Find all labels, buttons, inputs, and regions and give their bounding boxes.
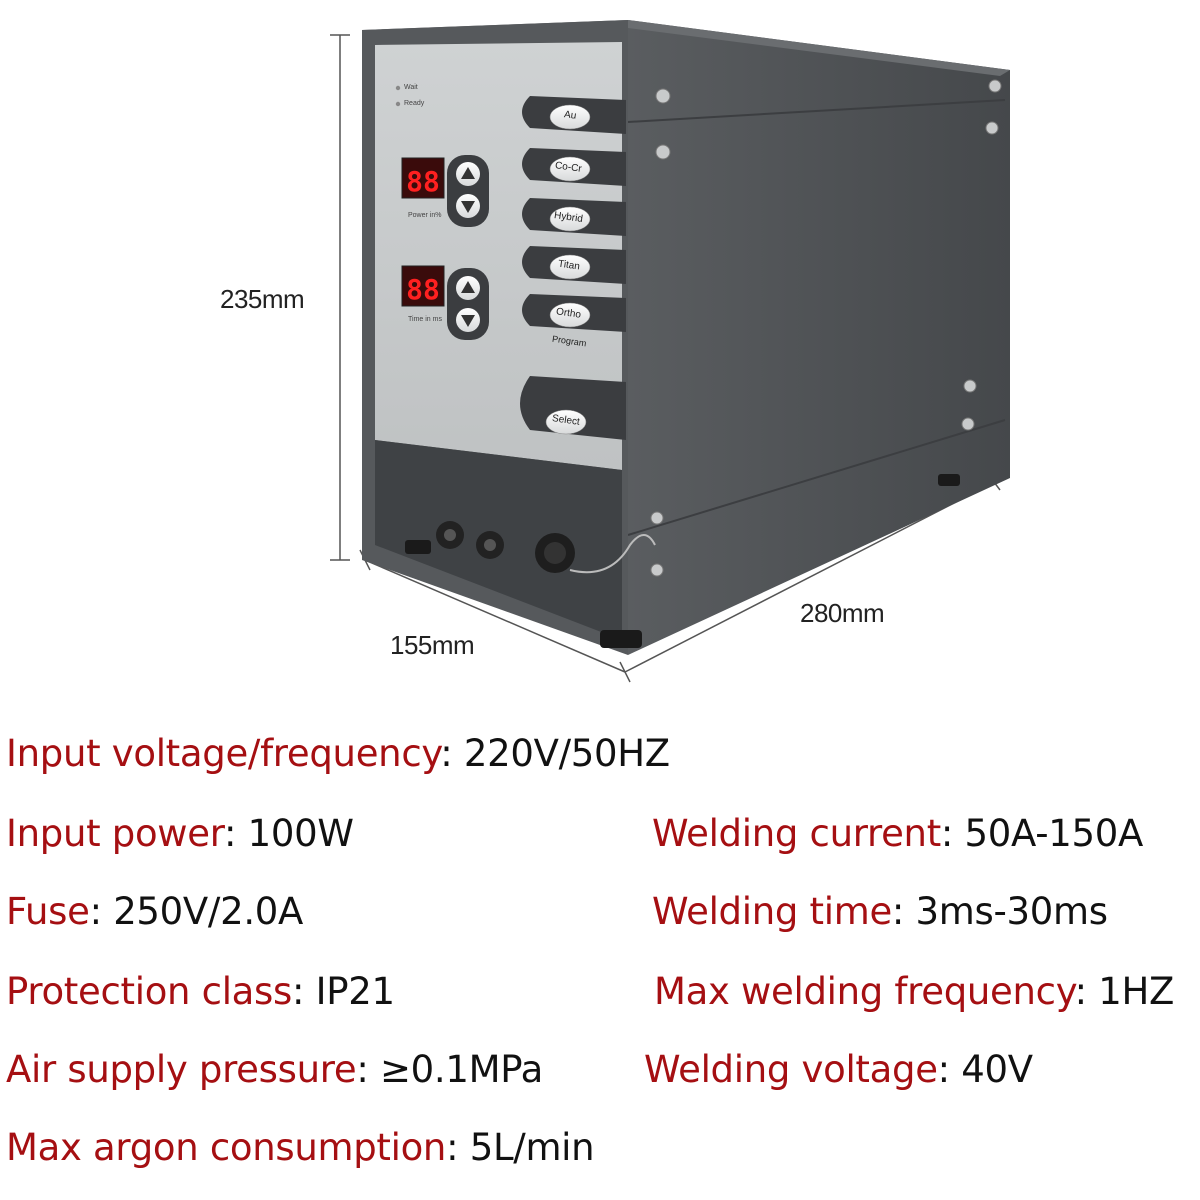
time-adjust-pad	[447, 268, 489, 340]
time-display-label: Time in ms	[408, 316, 442, 323]
time-down-icon[interactable]	[461, 315, 475, 327]
spec-welding-voltage: Welding voltage: 40V	[644, 1048, 1033, 1091]
power-down-icon[interactable]	[461, 201, 475, 213]
time-up-icon[interactable]	[461, 281, 475, 293]
svg-text:88: 88	[406, 165, 440, 198]
program-button-faces[interactable]	[545, 104, 591, 435]
welder-machine-drawing: 88 88	[330, 20, 1010, 683]
width-dimension: 155mm	[390, 630, 475, 660]
spec-air-supply-pressure: Air supply pressure: ≥0.1MPa	[6, 1048, 543, 1091]
machine-feet	[405, 474, 960, 648]
indicator-ready-label: Ready	[404, 100, 425, 107]
svg-text:88: 88	[406, 273, 440, 306]
product-illustration: 88 88	[220, 20, 1010, 683]
power-socket-icon	[535, 533, 656, 574]
program-button-au[interactable]: Au	[563, 109, 577, 122]
spec-max-welding-frequency: Max welding frequency: 1HZ	[654, 970, 1175, 1013]
housing-side	[628, 20, 1010, 655]
spec-input-voltage: Input voltage/frequency: 220V/50HZ	[6, 732, 670, 775]
power-adjust-pad	[447, 155, 489, 227]
indicator-wait-label: Wait	[404, 84, 418, 91]
housing-top-edge	[362, 20, 1010, 76]
depth-dimension: 280mm	[800, 598, 885, 628]
control-panel	[375, 42, 622, 470]
height-dimension-line	[330, 34, 350, 561]
power-display: 88	[401, 157, 445, 199]
spec-fuse: Fuse: 250V/2.0A	[6, 890, 304, 933]
spec-welding-current: Welding current: 50A-150A	[652, 812, 1143, 855]
gas-connector-icons	[436, 521, 504, 559]
spec-protection-class: Protection class: IP21	[6, 970, 395, 1013]
time-display: 88	[401, 265, 445, 307]
specifications-list: Input voltage/frequency: 220V/50HZ Input…	[0, 700, 1200, 1200]
spec-welding-time: Welding time: 3ms-30ms	[652, 890, 1108, 933]
spec-input-power: Input power: 100W	[6, 812, 354, 855]
power-display-label: Power in%	[408, 212, 442, 219]
screw-icons	[650, 79, 1002, 577]
spec-max-argon-consumption: Max argon consumption: 5L/min	[6, 1126, 595, 1169]
height-dimension: 235mm	[220, 284, 305, 314]
power-up-icon[interactable]	[461, 167, 475, 179]
